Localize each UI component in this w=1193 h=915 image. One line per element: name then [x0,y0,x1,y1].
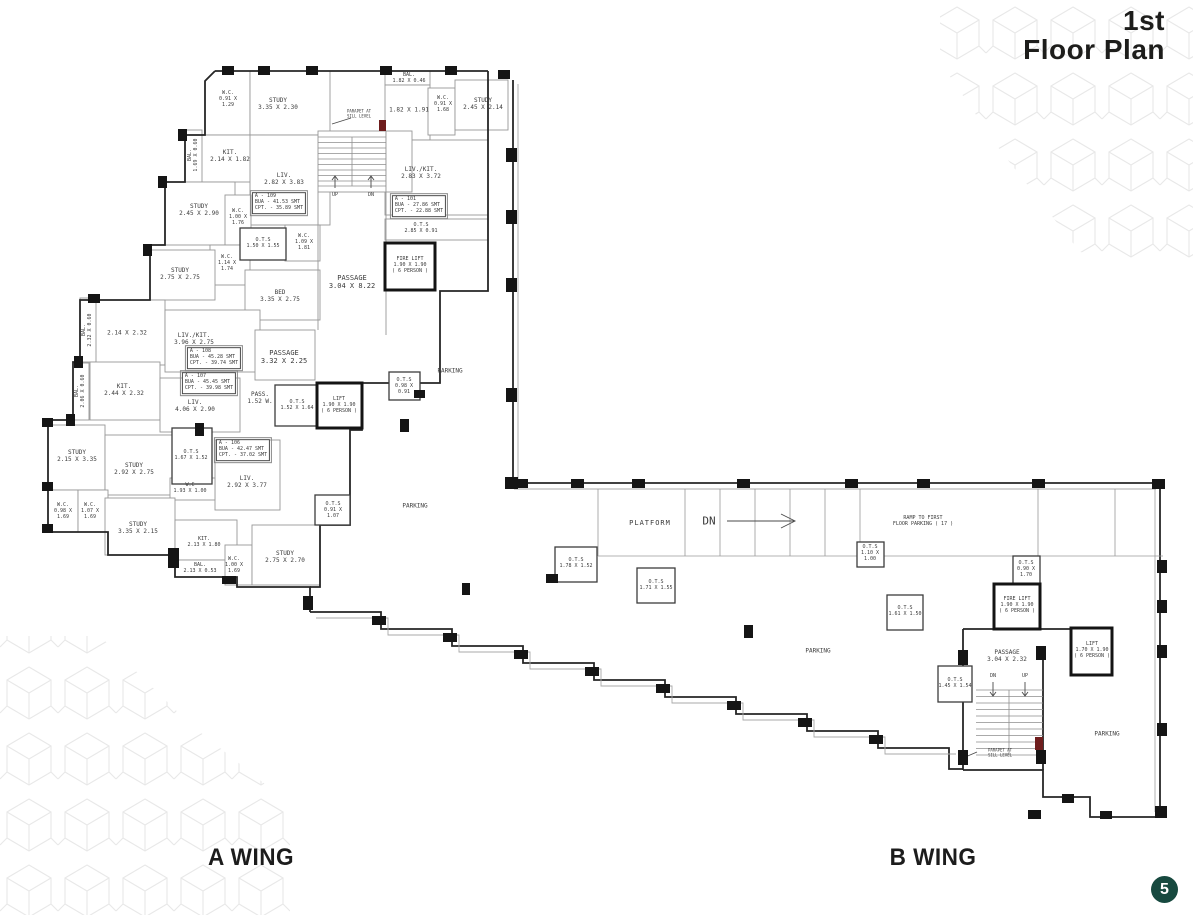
page-title: 1st Floor Plan [1023,6,1165,64]
page-number-badge: 5 [1151,876,1178,903]
wing-b-label: B WING [889,844,977,871]
wing-a-label: A WING [208,844,294,871]
page-title-line1: 1st [1123,5,1165,36]
corner-pattern-bottom-left [0,636,290,915]
corner-pattern-top-right [940,0,1193,268]
riser-marker-a [379,120,386,131]
riser-marker-b [1035,737,1043,750]
page-title-line2: Floor Plan [1023,34,1165,66]
